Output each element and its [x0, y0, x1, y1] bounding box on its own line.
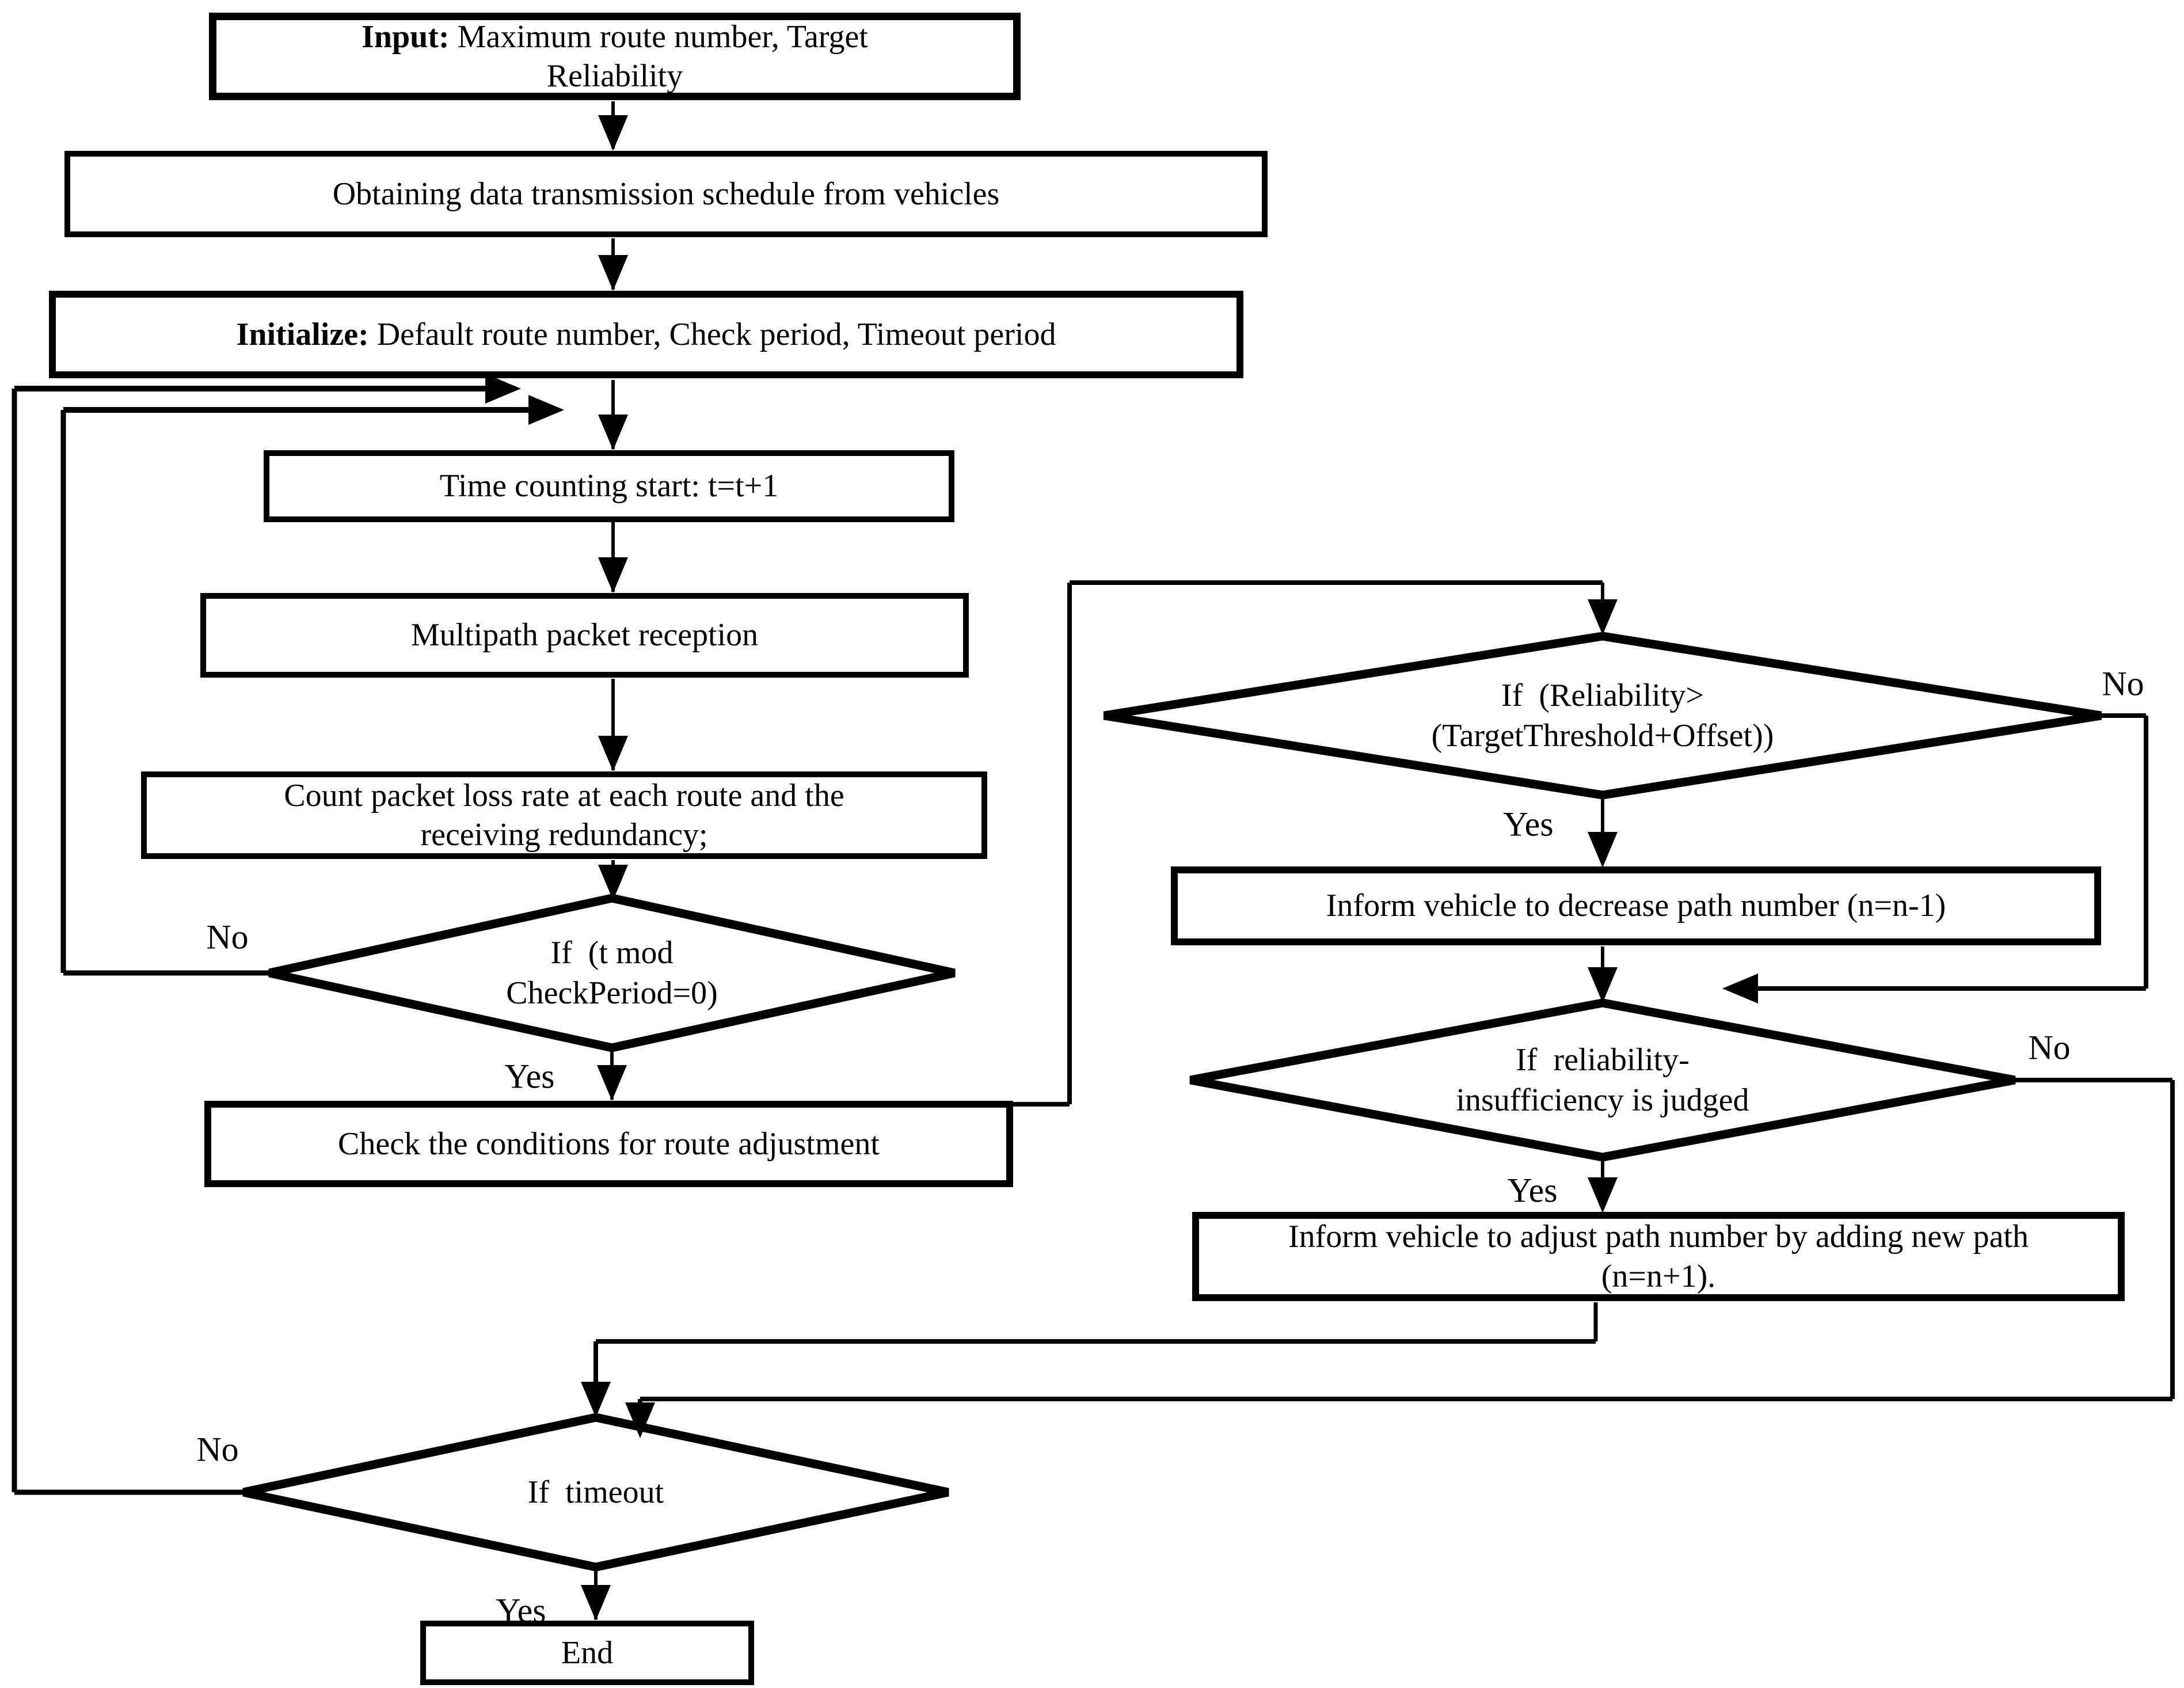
reliability-high-no-label: No	[2102, 664, 2144, 703]
timeout-yes-label: Yes	[496, 1591, 546, 1630]
time-counting-node: Time counting start: t=t+1	[264, 450, 954, 522]
count-packet-loss-node: Count packet loss rate at each route and…	[141, 771, 987, 859]
initialize-node: Initialize: Default route number, Check …	[49, 291, 1243, 378]
decision-reliability-insufficient-label: If reliability- insufficiency is judged	[1456, 1042, 1749, 1118]
check-period-yes-label: Yes	[504, 1057, 555, 1096]
check-conditions-node: Check the conditions for route adjustmen…	[204, 1101, 1013, 1187]
timeout-no-label: No	[196, 1430, 239, 1469]
end-node: End	[420, 1621, 754, 1685]
obtaining-schedule-node: Obtaining data transmission schedule fro…	[64, 151, 1268, 237]
input-node-line2: Reliability	[546, 58, 683, 94]
decision-timeout-label: If timeout	[527, 1474, 664, 1510]
decision-check-period-shape	[268, 894, 956, 1052]
decision-reliability-high-shape	[1103, 632, 2102, 800]
input-node: Input: Maximum route number, Target Reli…	[209, 13, 1021, 100]
initialize-node-line: Initialize: Default route number, Check …	[236, 316, 1056, 352]
decision-check-period-label: If (t mod CheckPeriod=0)	[506, 935, 718, 1011]
arrowheads	[485, 115, 1758, 1621]
decision-reliability-insufficient-shape	[1189, 998, 2016, 1162]
decision-reliability-high-label: If (Reliability> (TargetThreshold+Offset…	[1431, 678, 1774, 754]
decrease-path-node: Inform vehicle to decrease path number (…	[1171, 866, 2101, 945]
reliability-insufficient-yes-label: Yes	[1507, 1171, 1558, 1210]
adjust-path-node: Inform vehicle to adjust path number by …	[1192, 1212, 2125, 1301]
check-period-no-label: No	[206, 918, 249, 956]
input-node-line1: Input: Maximum route number, Target	[362, 18, 868, 55]
multipath-reception-node: Multipath packet reception	[200, 593, 969, 678]
decision-timeout-shape	[242, 1413, 949, 1572]
reliability-insufficient-no-label: No	[2028, 1028, 2071, 1067]
reliability-high-yes-label: Yes	[1503, 805, 1554, 843]
